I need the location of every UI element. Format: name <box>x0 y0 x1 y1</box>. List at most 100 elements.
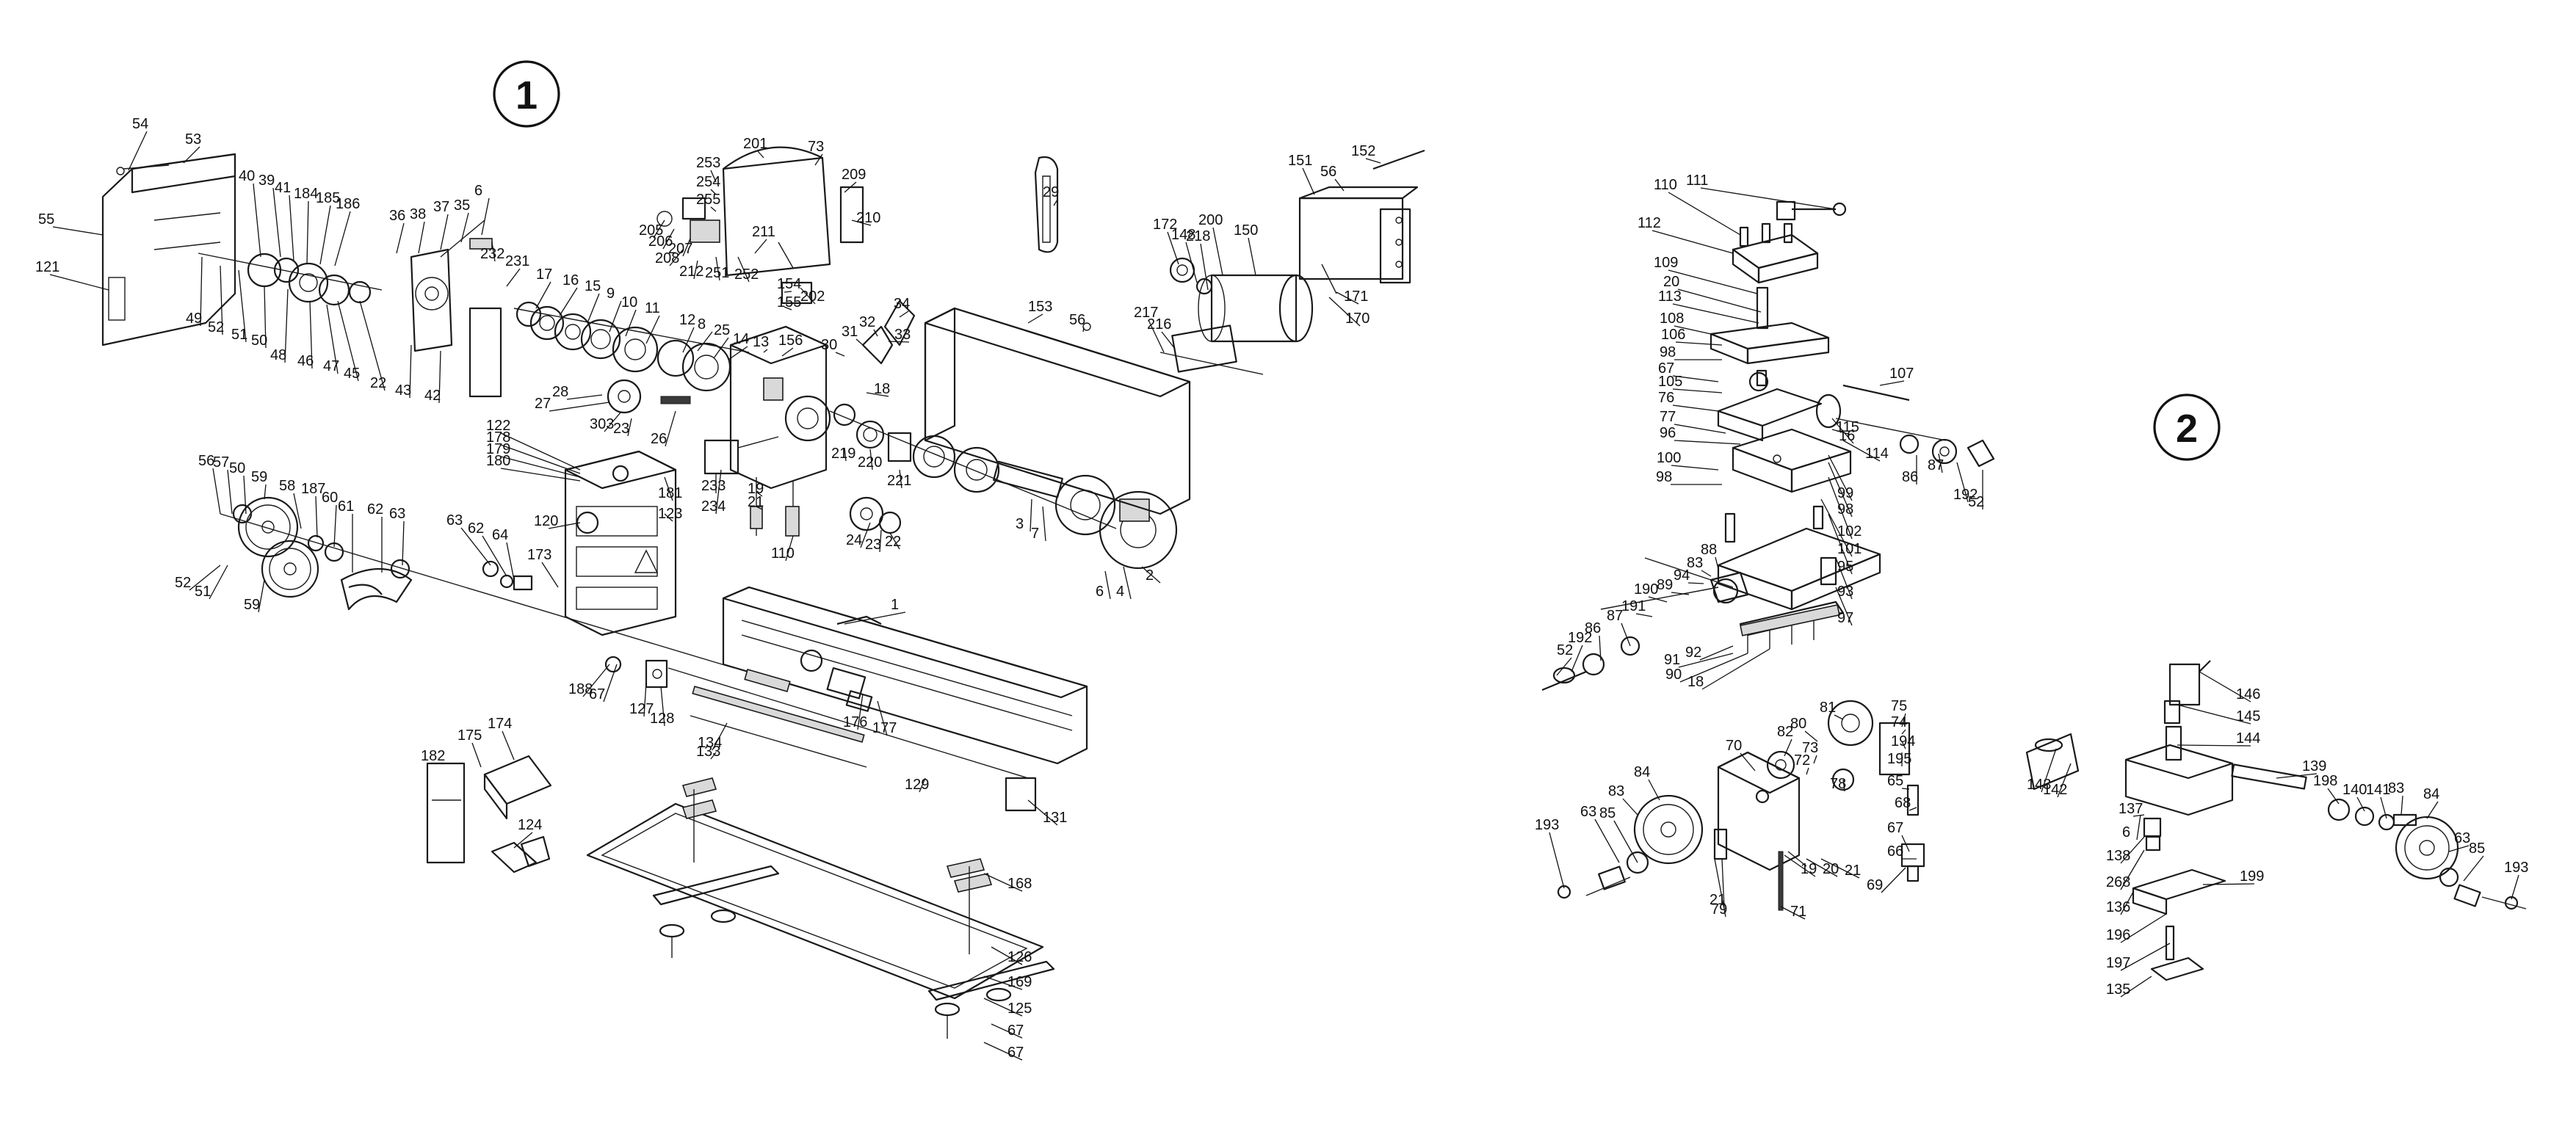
part-number-label: 98 <box>1656 469 1672 485</box>
part-number-label: 186 <box>336 196 360 212</box>
part-number-label: 69 <box>1867 877 1883 893</box>
part-number-label: 4 <box>1116 584 1124 600</box>
leader-line <box>1835 587 1853 626</box>
part-number-label: 30 <box>821 337 837 353</box>
part-number-label: 59 <box>244 597 260 613</box>
part-number-label: 181 <box>658 485 682 501</box>
part-number-label: 75 <box>1891 698 1907 714</box>
leader-line <box>1909 807 1917 811</box>
part-number-label: 63 <box>389 506 405 522</box>
leader-line <box>625 309 637 337</box>
leader-line <box>1715 556 1719 570</box>
leader-line <box>983 873 1023 892</box>
leader-line <box>669 249 684 266</box>
leader-line <box>899 311 909 318</box>
leader-line <box>697 331 713 352</box>
part-number-label: 11 <box>645 300 660 316</box>
part-number-label: 231 <box>505 253 529 269</box>
cross-slide-group <box>1541 505 1881 691</box>
part-number-label: 76 <box>1658 390 1674 406</box>
part-number-label: 106 <box>1661 327 1685 343</box>
part-number-label: 20 <box>1663 274 1679 290</box>
leader-line <box>1672 388 1723 393</box>
part-number-label: 187 <box>301 481 325 497</box>
leader-line <box>991 946 1023 965</box>
part-number-label: 55 <box>38 211 54 228</box>
leader-line <box>209 564 228 600</box>
leader-line <box>1820 498 1853 557</box>
part-number-label: 73 <box>1802 740 1818 756</box>
leader-line <box>566 394 603 400</box>
part-number-label: 154 <box>777 276 801 292</box>
part-number-label: 13 <box>753 334 769 350</box>
leader-line <box>1674 424 1726 434</box>
motor-cover-group <box>924 149 1425 515</box>
part-number-label: 65 <box>1887 773 1903 789</box>
part-number-label: 19 <box>748 481 764 497</box>
leader-line <box>1328 297 1361 327</box>
leader-line <box>1053 199 1058 206</box>
leader-line <box>482 535 507 577</box>
leader-line <box>402 520 405 566</box>
leader-line <box>506 268 521 287</box>
leader-line <box>337 300 359 382</box>
leader-line <box>869 449 873 471</box>
part-number-label: 175 <box>457 727 482 744</box>
part-number-label: 122 <box>486 418 510 434</box>
part-number-label: 138 <box>2106 848 2130 864</box>
leader-line <box>800 287 816 305</box>
part-number-label: 114 <box>1865 446 1889 462</box>
leader-line <box>1594 818 1620 863</box>
leader-line <box>559 287 578 316</box>
part-number-label: 232 <box>480 246 504 262</box>
part-number-label: 109 <box>1654 255 1678 271</box>
part-number-label: 200 <box>1198 212 1223 228</box>
part-number-label: 197 <box>2106 955 2130 971</box>
leader-line <box>1835 557 1853 600</box>
svg-text:1: 1 <box>515 73 538 117</box>
part-number-label: 31 <box>842 324 858 340</box>
part-number-label: 184 <box>294 186 318 202</box>
leader-line <box>52 226 104 236</box>
leader-line <box>1901 741 1906 749</box>
part-number-label: 148 <box>1171 227 1195 243</box>
part-number-label: 8 <box>698 316 706 333</box>
part-number-label: 18 <box>874 381 890 397</box>
leader-line <box>728 346 748 360</box>
part-number-label: 84 <box>1634 764 1650 780</box>
part-number-label: 153 <box>1028 299 1052 315</box>
part-number-label: 42 <box>424 388 441 404</box>
part-number-label: 110 <box>771 545 795 562</box>
part-number-label: 64 <box>492 527 508 543</box>
leader-line <box>1302 167 1315 195</box>
leader-line <box>315 495 318 538</box>
part-number-label: 131 <box>1043 810 1067 826</box>
part-number-label: 129 <box>905 777 929 793</box>
part-number-label: 192 <box>1568 630 1592 646</box>
part-number-label: 173 <box>527 547 551 563</box>
leader-line <box>1042 506 1046 542</box>
leader-line <box>549 402 610 412</box>
part-number-label: 217 <box>1134 305 1158 321</box>
leader-line <box>857 693 864 730</box>
part-number-label: 105 <box>1658 374 1682 390</box>
leader-line <box>264 286 267 349</box>
part-number-label: 45 <box>344 366 360 382</box>
leader-line <box>2463 855 2484 882</box>
part-number-label: 220 <box>858 454 882 471</box>
leader-line <box>200 256 203 327</box>
part-number-label: 190 <box>1634 581 1658 598</box>
part-number-label: 97 <box>1837 610 1853 626</box>
part-number-label: 209 <box>842 167 866 183</box>
part-number-label: 50 <box>251 333 267 349</box>
leader-line <box>1828 454 1853 501</box>
part-number-label: 145 <box>2236 708 2260 725</box>
part-number-label: 150 <box>1234 222 1258 239</box>
leader-line <box>844 181 857 193</box>
leader-line <box>1212 227 1223 276</box>
leader-line <box>1842 779 1845 792</box>
leader-line <box>306 200 309 265</box>
part-number-label: 49 <box>186 311 202 327</box>
leader-line <box>500 456 581 478</box>
leader-line <box>1834 714 1844 720</box>
